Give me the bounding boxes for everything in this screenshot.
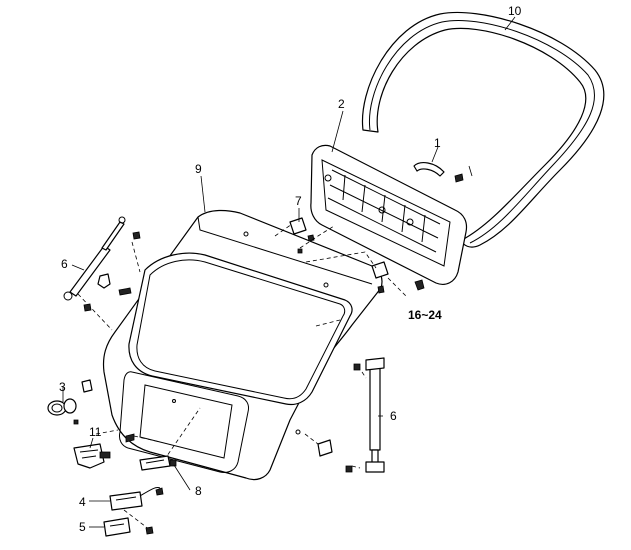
latch-actuator [73, 433, 135, 469]
callout-5: 5 [79, 520, 86, 534]
callout-leaders [62, 16, 516, 528]
tailgate-body [102, 209, 383, 481]
assembly-lines [77, 223, 407, 531]
weatherstrip-seal [361, 11, 605, 248]
callout-1: 1 [434, 136, 441, 150]
callout-2: 2 [338, 97, 345, 111]
bumper-stop-lower [371, 261, 389, 294]
callout-16-24: 16~24 [408, 308, 442, 322]
callout-7: 7 [295, 194, 302, 208]
gas-strut-right [317, 357, 385, 473]
callout-3: 3 [59, 380, 66, 394]
callout-6-left: 6 [61, 257, 68, 271]
striker [103, 517, 154, 537]
callout-4: 4 [79, 495, 86, 509]
lock-cylinder [47, 379, 93, 425]
inner-pull-handle [413, 162, 473, 183]
callout-11: 11 [89, 425, 102, 439]
outer-handle [139, 455, 177, 471]
inner-trim-panel [310, 144, 468, 291]
callout-8: 8 [195, 484, 202, 498]
latch-bracket [109, 487, 164, 511]
callout-9: 9 [195, 162, 202, 176]
callout-6-right: 6 [390, 409, 397, 423]
gas-strut-left [63, 216, 141, 312]
callout-10: 10 [508, 4, 522, 18]
